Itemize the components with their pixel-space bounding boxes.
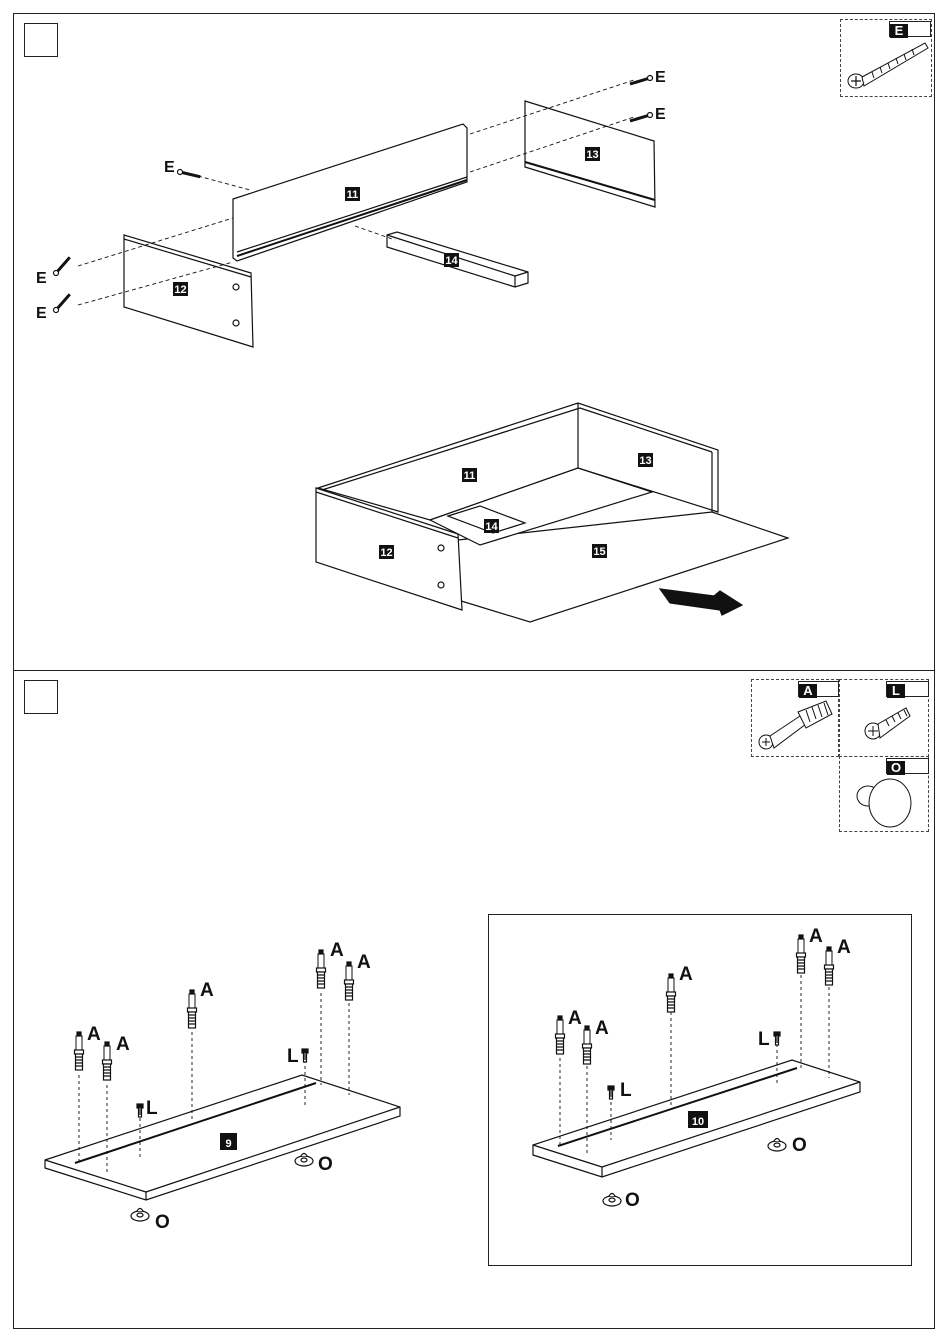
cam-dowel-icon [759,701,832,749]
label-a: A [679,964,693,985]
part-15-label: 15 [593,546,605,558]
label-e: E [36,270,47,287]
push-arrow-icon [660,589,742,615]
panel-10-drawing [533,935,860,1206]
label-o: O [625,1190,640,1211]
label-o: O [792,1135,807,1156]
part-12-label: 12 [380,547,392,559]
label-a: A [809,926,823,947]
label-e: E [655,69,666,86]
label-a: A [87,1024,101,1045]
label-e: E [655,106,666,123]
knob-icon [857,779,911,827]
label-l: L [146,1098,158,1119]
label-a: A [357,952,371,973]
label-a: A [837,937,851,958]
part-11-label: 11 [464,470,476,482]
label-a: A [568,1008,582,1029]
bolt-icon [865,708,910,739]
label-e: E [36,305,47,322]
label-o: O [318,1154,333,1175]
label-l: L [758,1029,770,1050]
part-14-label: 14 [485,521,498,533]
step-1-exploded-view [51,76,655,348]
part-12-label: 12 [174,284,186,296]
label-o: O [155,1212,170,1233]
part-13-label: 13 [586,149,598,161]
screw-icon [848,43,928,88]
label-a: A [330,940,344,961]
label-l: L [620,1080,632,1101]
label-a: A [116,1034,130,1055]
label-a: A [200,980,214,1001]
part-11-label: 11 [347,189,359,201]
panel-9-drawing [45,950,400,1221]
label-e: E [164,159,175,176]
step-1-assembled-view [316,403,788,622]
part-14-label: 14 [445,255,458,267]
label-l: L [287,1046,299,1067]
part-13-label: 13 [639,455,651,467]
label-a: A [595,1018,609,1039]
part-10-label: 10 [692,1116,704,1128]
part-9-label: 9 [225,1138,231,1150]
